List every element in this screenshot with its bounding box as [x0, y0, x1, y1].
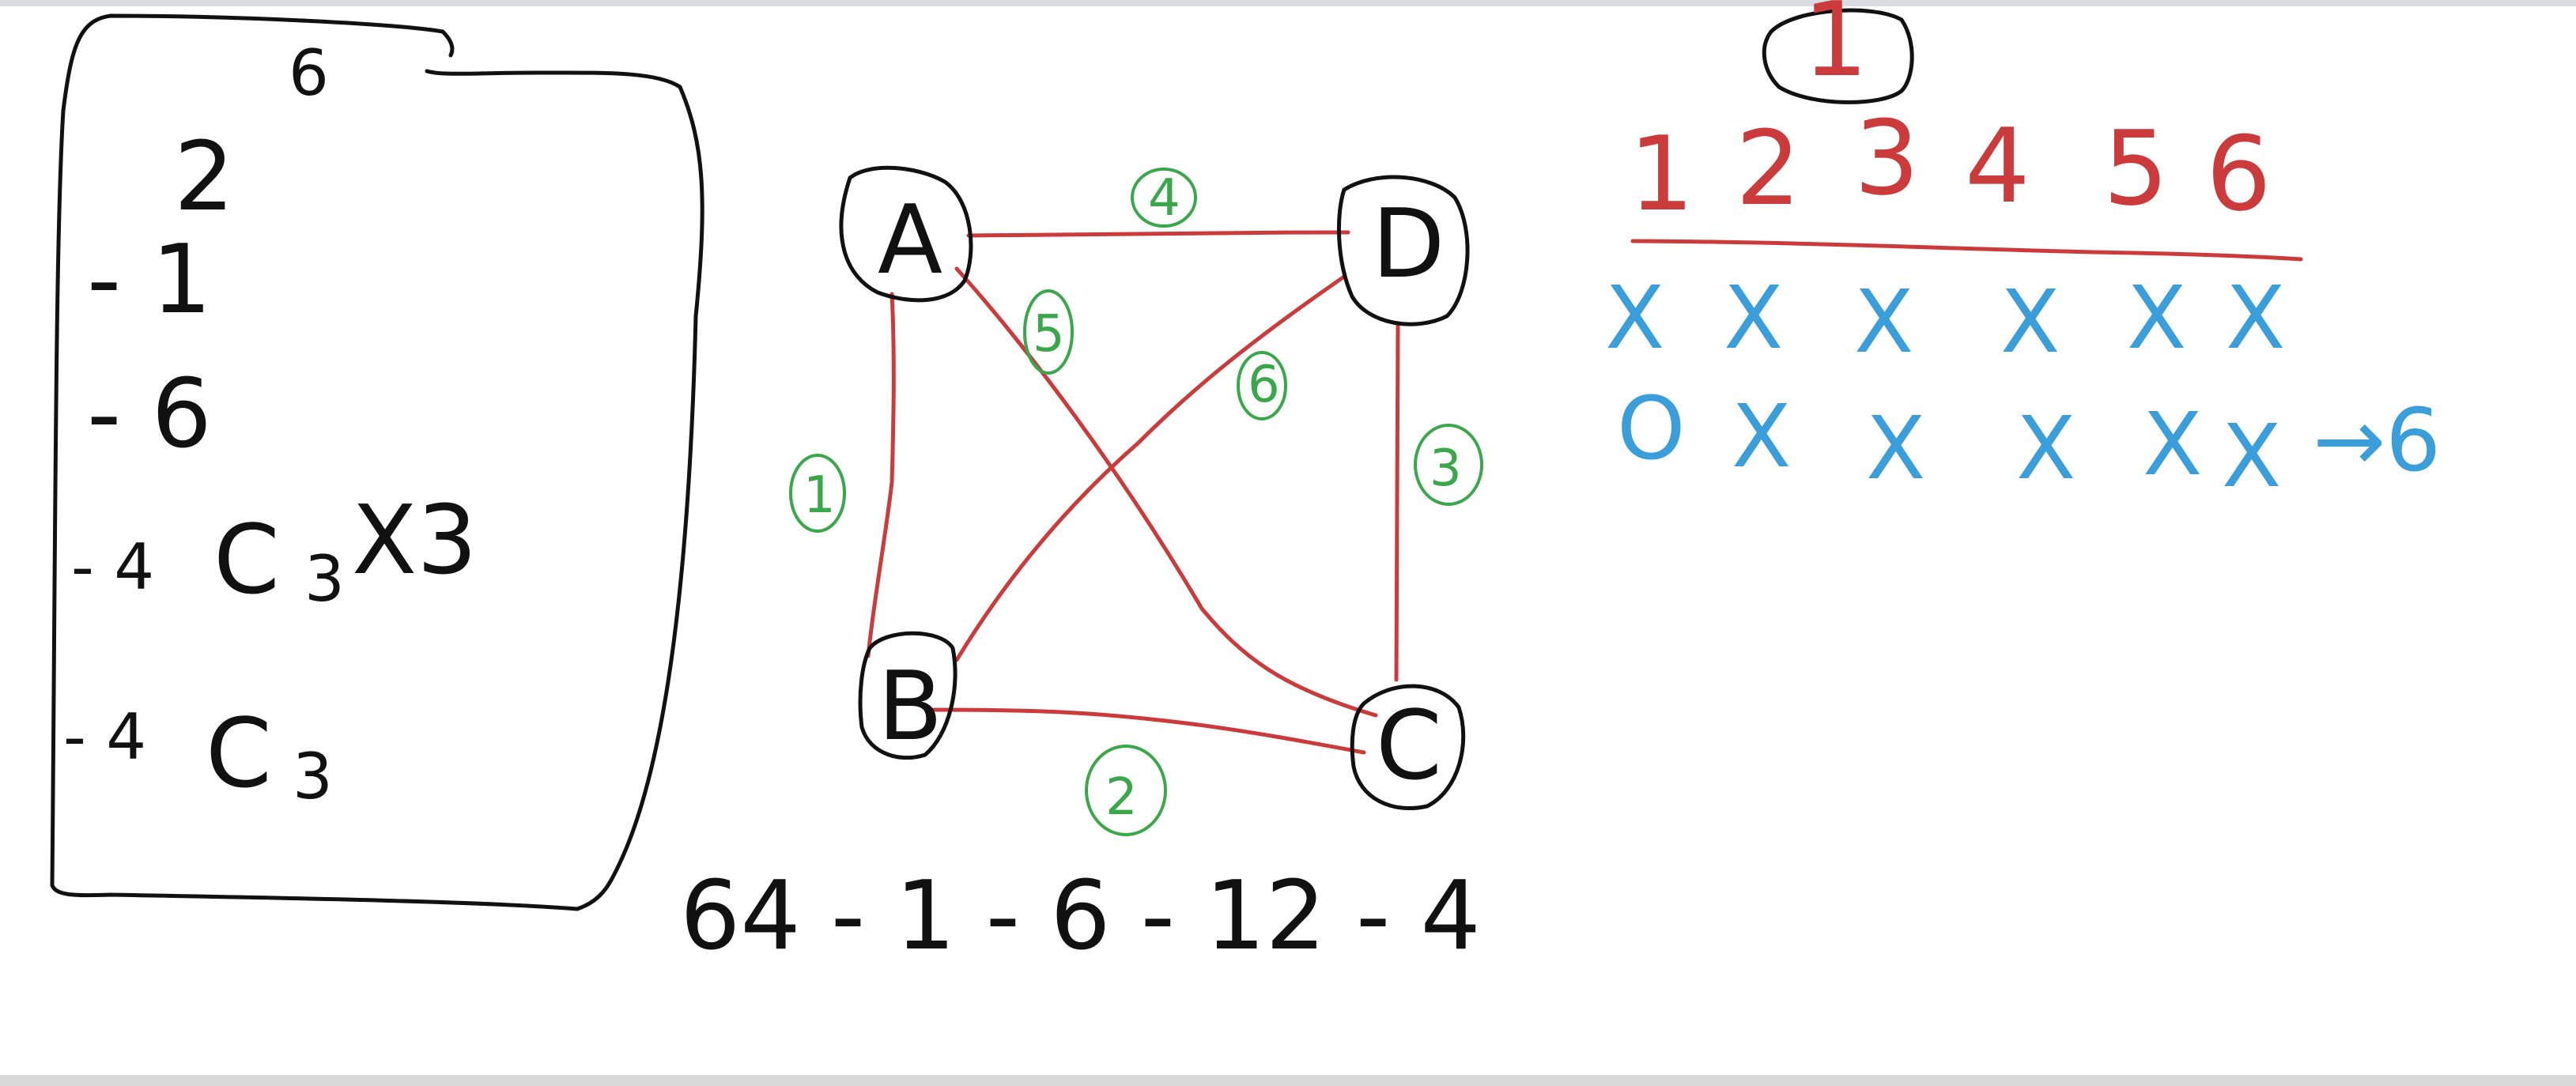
edge-label-bd-circle	[1237, 351, 1287, 420]
row1-mark-4: X	[2000, 271, 2060, 372]
node-c-label: C	[1376, 692, 1442, 801]
calc-line-1: - 1	[87, 225, 212, 335]
calc-line-4-c: C	[206, 699, 272, 809]
calc-exponent: 6	[289, 36, 329, 110]
node-b-circle	[858, 631, 958, 760]
row2-mark-1: O	[1617, 378, 1686, 479]
edge-label-ab-circle	[789, 454, 846, 533]
edge-a-c	[954, 266, 1378, 718]
node-d-circle	[1336, 175, 1470, 326]
row2-mark-6: X	[2222, 405, 2281, 507]
header-number-2: 2	[1736, 108, 1801, 228]
calc-line-2: - 6	[87, 360, 212, 469]
edge-d-c	[1394, 322, 1400, 682]
calc-line-3-sub: 3	[304, 542, 345, 616]
node-c-circle	[1350, 684, 1466, 811]
row1-mark-6: X	[2226, 267, 2285, 368]
edge-a-b	[866, 292, 896, 658]
row1-mark-3: X	[1854, 271, 1913, 372]
top-window-bar	[0, 0, 2576, 6]
header-circled-label: 1	[1803, 0, 1868, 100]
blue-row-1: X X X X X X	[1605, 267, 2285, 372]
header-number-1: 1	[1629, 114, 1694, 234]
edge-label-bd: 6	[1248, 356, 1280, 414]
calc-base: 2	[174, 123, 234, 232]
blue-row-2: O X X X X X →6	[1617, 378, 2441, 507]
edge-label-ad-circle	[1131, 168, 1197, 228]
edge-label-ad: 4	[1148, 169, 1180, 228]
header-number-4: 4	[1965, 106, 2030, 226]
row2-mark-4: X	[2016, 398, 2076, 499]
edge-label-ab: 1	[803, 466, 836, 525]
header-circle	[1762, 8, 1914, 104]
edge-label-dc-circle	[1414, 424, 1483, 506]
header-underline	[1630, 239, 2303, 262]
edge-b-c	[931, 707, 1366, 755]
node-a-label: A	[878, 186, 942, 296]
node-d-label: D	[1372, 190, 1445, 300]
calc-line-4-prefix: - 4	[63, 700, 146, 774]
row2-mark-5: X	[2143, 394, 2202, 495]
edge-label-bc-circle	[1085, 745, 1167, 836]
row2-mark-3: X	[1866, 398, 1925, 499]
calc-line-3-c: C	[213, 506, 280, 616]
calc-line-3-suffix: X3	[352, 486, 478, 596]
row2-result: →6	[2313, 390, 2441, 491]
row1-mark-5: X	[2127, 267, 2186, 368]
row1-mark-1: X	[1605, 267, 1664, 368]
edge-label-ac-circle	[1023, 289, 1074, 375]
row2-mark-2: X	[1732, 386, 1791, 487]
calc-line-3-prefix: - 4	[71, 530, 154, 604]
node-b-label: B	[878, 652, 942, 762]
edge-a-d	[966, 230, 1350, 238]
edge-label-ac: 5	[1033, 305, 1065, 364]
edge-label-bc: 2	[1105, 768, 1138, 827]
header-number-5: 5	[2103, 108, 2169, 228]
header-number-6: 6	[2206, 114, 2272, 234]
bottom-window-bar	[0, 1075, 2576, 1086]
header-numbers: 1 2 3 4 5 6	[1629, 98, 2272, 234]
edge-label-dc: 3	[1430, 439, 1462, 498]
header-number-3: 3	[1854, 98, 1920, 218]
bottom-expression: 64 - 1 - 6 - 12 - 4	[680, 862, 1481, 971]
node-a-circle	[839, 165, 973, 303]
row1-mark-2: X	[1724, 267, 1783, 368]
calc-box-outline	[50, 13, 704, 911]
edge-b-d	[954, 274, 1347, 662]
calc-line-4-sub: 3	[293, 740, 333, 813]
